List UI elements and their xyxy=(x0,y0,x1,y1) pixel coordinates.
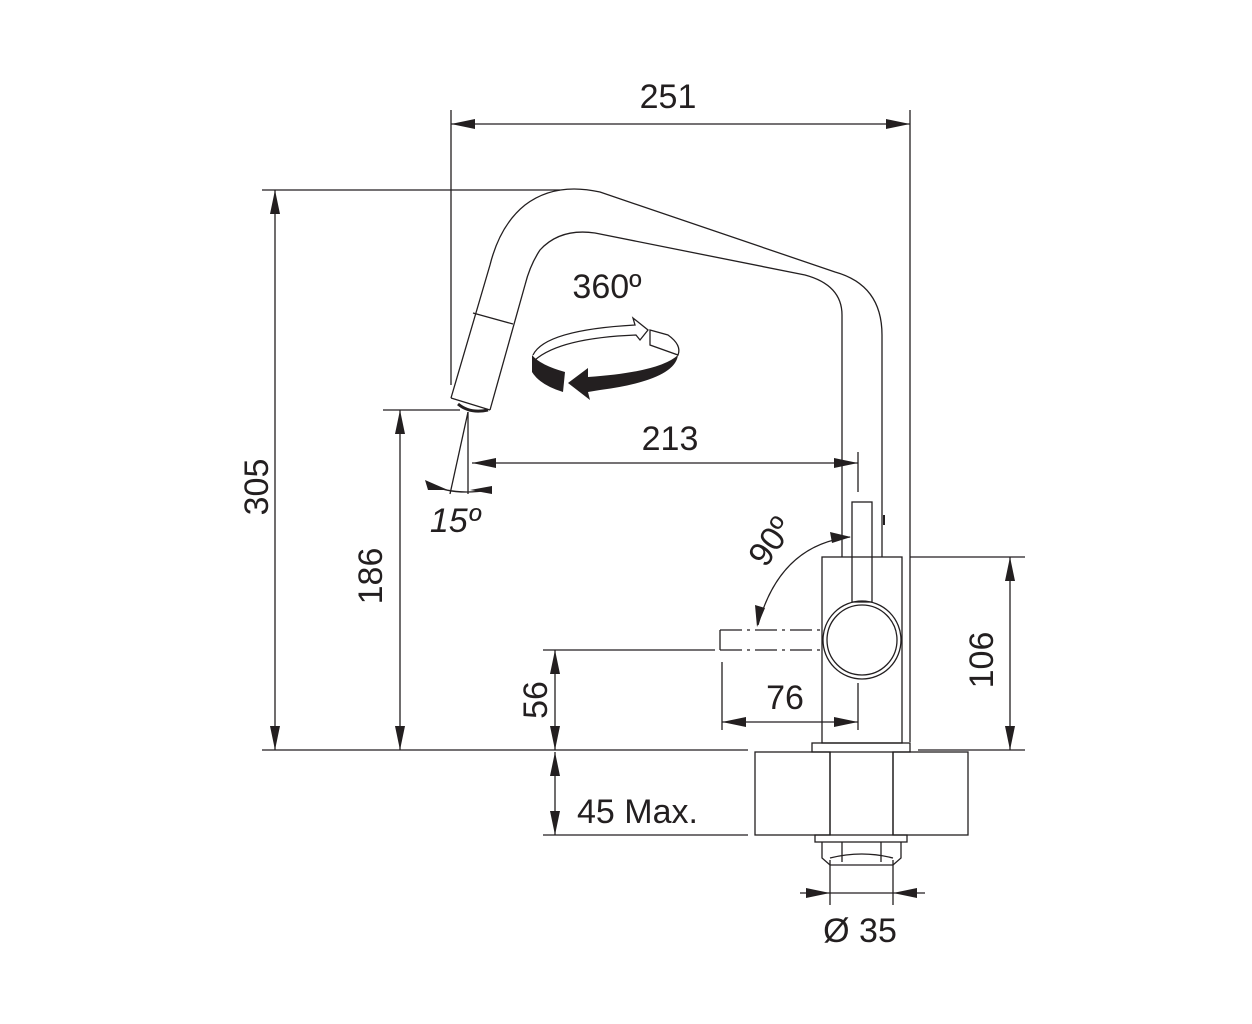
dim-label-56: 56 xyxy=(517,681,555,719)
rotate-arrow-icon xyxy=(532,316,680,400)
spray-angle-indicator: 15º xyxy=(425,411,492,540)
dim-label-76: 76 xyxy=(766,679,804,717)
dimension-186: 186 xyxy=(352,410,405,750)
dimension-305: 305 xyxy=(238,190,280,750)
dim-label-251: 251 xyxy=(640,78,697,116)
faucet-body xyxy=(811,556,911,753)
dim-label-diameter-35: Ø 35 xyxy=(823,912,897,950)
mounting-nut xyxy=(814,834,908,866)
dimension-106: 106 xyxy=(963,557,1015,750)
dim-label-45-max: 45 Max. xyxy=(577,793,698,831)
dimension-76: 76 xyxy=(722,679,858,727)
dim-label-186: 186 xyxy=(352,548,390,605)
lever-alternate-position xyxy=(719,629,822,651)
faucet-lever xyxy=(822,501,902,680)
angle-label-15: 15º xyxy=(430,502,482,540)
dim-label-305: 305 xyxy=(238,459,276,516)
dimension-45-max: 45 Max. xyxy=(550,752,698,835)
dimension-diameter-35: Ø 35 xyxy=(800,888,925,950)
extension-lines xyxy=(262,110,1025,905)
dim-label-106: 106 xyxy=(963,632,1001,689)
dimension-213: 213 xyxy=(472,420,858,468)
swivel-indicator: 360º xyxy=(532,268,680,400)
faucet-spout xyxy=(450,188,885,557)
lever-rotation-indicator: 90º xyxy=(741,510,851,627)
countertop-section xyxy=(754,751,969,836)
dimension-56: 56 xyxy=(517,650,560,750)
dim-label-213: 213 xyxy=(642,420,699,458)
angle-label-360: 360º xyxy=(572,268,641,306)
dimension-251: 251 xyxy=(451,78,910,129)
